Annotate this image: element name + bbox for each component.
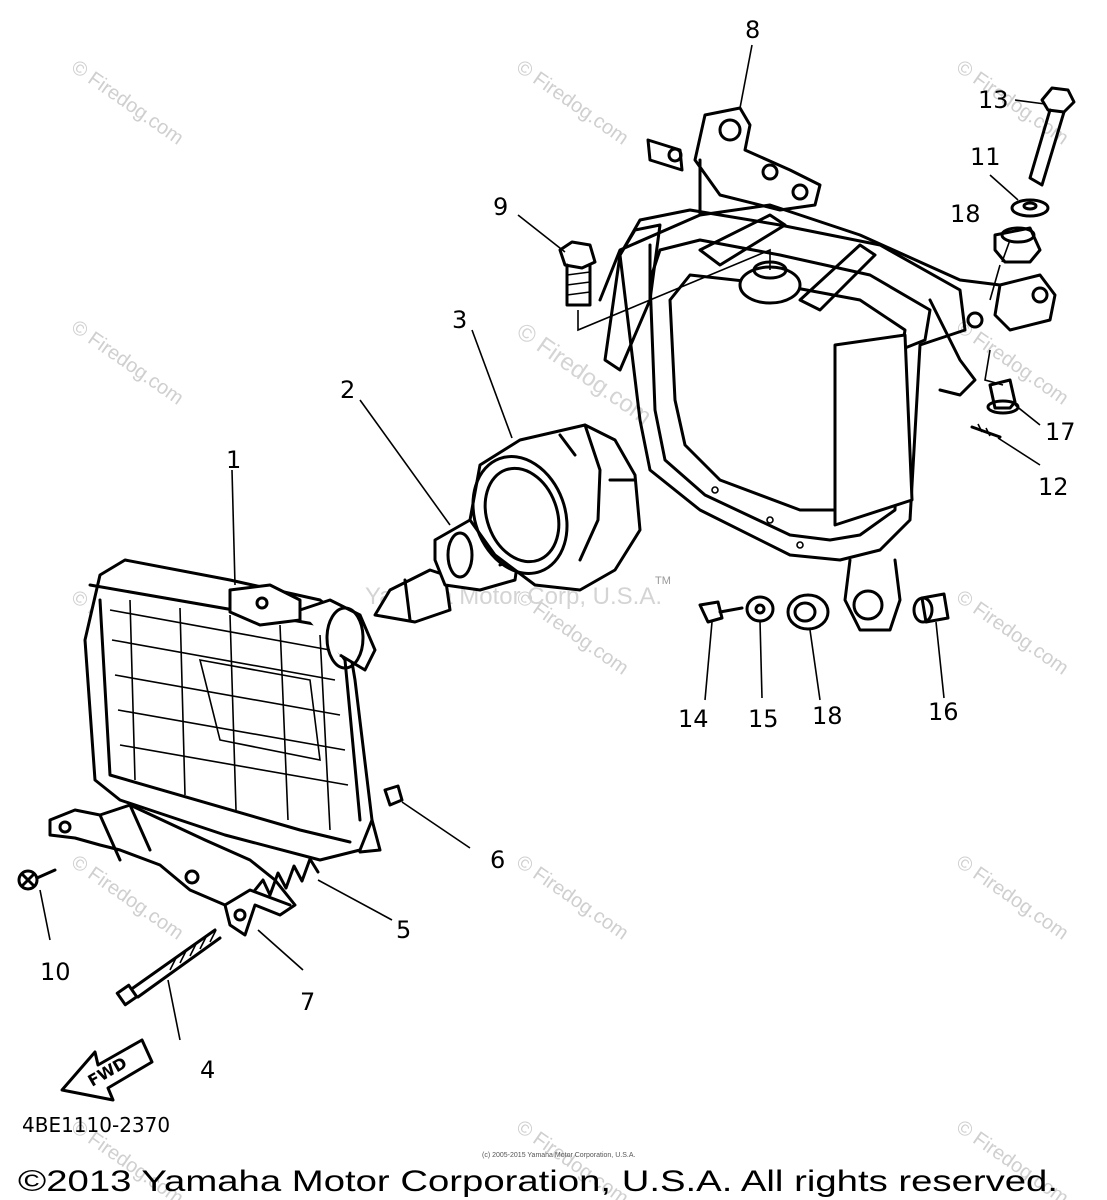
copyright-notice: ©2013 Yamaha Motor Corporation, U.S.A. A… [18, 1165, 1058, 1198]
watermark: © Firedog.com [512, 851, 632, 944]
part-label-2: 2 [340, 376, 355, 404]
watermark: © Firedog.com [952, 851, 1072, 944]
small-copyright: (c) 2005-2015 Yamaha Motor Corporation, … [482, 1152, 635, 1159]
part-label-11: 11 [970, 143, 1001, 171]
part-label-12: 12 [1038, 473, 1069, 501]
watermark: © Firedog.com [512, 56, 632, 149]
part-label-18-lower: 18 [812, 702, 843, 730]
headlight-unit-part [83, 558, 382, 862]
diagram-code: 4BE1110-2370 [22, 1113, 170, 1137]
grommet-part-18-upper [993, 226, 1042, 264]
part-label-7: 7 [300, 988, 315, 1016]
fwd-arrow-icon: FWD [60, 1038, 154, 1102]
part-label-4: 4 [200, 1056, 215, 1084]
screw-part-10 [17, 868, 57, 891]
part-label-15: 15 [748, 705, 779, 733]
part-label-14: 14 [678, 705, 709, 733]
part-label-8: 8 [745, 16, 760, 44]
nut-part-6 [383, 784, 404, 807]
part-label-16: 16 [928, 698, 959, 726]
grommet-part-18-lower [786, 593, 830, 631]
part-labels: 1 2 3 4 5 6 7 8 9 10 11 12 13 14 15 16 1… [40, 16, 1076, 1084]
part-label-3: 3 [452, 306, 467, 334]
part-label-13: 13 [978, 86, 1009, 114]
adjust-screw-part [115, 928, 222, 1007]
bolt-part-14 [698, 600, 744, 624]
part-label-17: 17 [1045, 418, 1076, 446]
watermark: © Firedog.com [67, 316, 187, 409]
part-label-6: 6 [490, 846, 505, 874]
washer-part-11 [1010, 198, 1050, 218]
bolt-part-13 [1028, 86, 1076, 187]
watermark: © Firedog.com [67, 56, 187, 149]
part-label-5: 5 [396, 916, 411, 944]
part-label-18-upper: 18 [950, 200, 981, 228]
part-label-9: 9 [493, 193, 508, 221]
headlight-bracket-part [598, 106, 1057, 632]
tm-mark: TM [655, 575, 671, 587]
watermark: © Firedog.com [952, 586, 1072, 679]
part-label-10: 10 [40, 958, 71, 986]
adjuster-bracket-part [48, 803, 297, 937]
bolt-part-9 [558, 240, 597, 307]
part-label-1: 1 [226, 446, 241, 474]
washer-part-15 [745, 595, 775, 623]
spring-part [253, 857, 320, 897]
bulb-cover-part [468, 423, 642, 592]
collar-part-16 [912, 592, 950, 624]
clip-part-12 [970, 423, 1002, 439]
leader-lines [39, 44, 1046, 1041]
